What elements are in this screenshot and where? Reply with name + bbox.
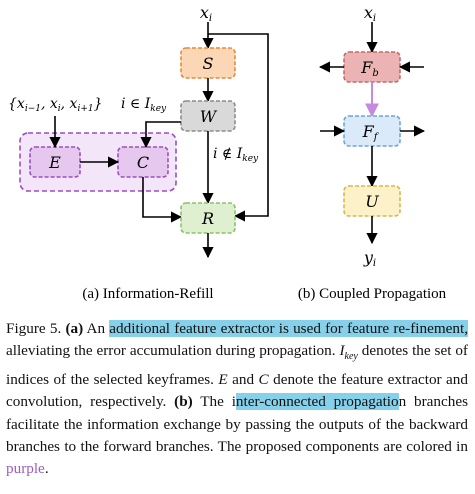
panel-coupled-propagation: xi Fb Ff U yi (b) Coupled Propagation [298, 3, 447, 302]
box-s [180, 47, 236, 79]
caption-text: alleviating the error accumulation durin… [6, 342, 340, 360]
box-u-label: U [365, 192, 379, 211]
caption-a-marker: (a) [65, 320, 84, 337]
caption-text: and [227, 370, 259, 388]
ikey-symbol: Ikey [339, 342, 358, 363]
box-r-label: R [201, 209, 214, 228]
subcaption-b: (b) Coupled Propagation [298, 286, 447, 302]
e-symbol: E [218, 370, 228, 388]
caption-text: . [44, 460, 49, 478]
caption-text: denotes the set of indices of the select… [6, 342, 468, 388]
highlight-extractor-cont: finement, [410, 320, 468, 337]
neighbors-label: {xi−1, xi, xi+1} [8, 96, 103, 114]
caption-text: An [83, 320, 110, 337]
box-w [180, 100, 236, 132]
purple-word: purple [6, 460, 45, 478]
not-in-key-label: i ∉ Ikey [213, 146, 259, 164]
box-s-label: S [203, 54, 214, 73]
caption-b-marker: (b) [174, 393, 193, 411]
highlight-propagation: nter-connected propagatio [235, 393, 399, 411]
caption-text: n branches facilitate the information ex… [6, 393, 468, 456]
panel-information-refill: xi S W {xi−1, xi, xi+1} i ∈ Ikey E C i ∉… [8, 3, 269, 302]
box-c-label: C [137, 153, 149, 172]
box-e-label: E [48, 153, 61, 172]
caption-text: The i [192, 393, 236, 411]
highlight-extractor: additional feature extractor is used for… [109, 320, 411, 337]
box-r [180, 202, 236, 234]
input-xi-left: xi [200, 3, 212, 24]
c-symbol: C [258, 370, 269, 388]
arrow-xi-bypass-to-r [208, 33, 269, 222]
caption-text: denote the feature extractor and convolu… [6, 370, 468, 411]
diagram-figure: xi S W {xi−1, xi, xi+1} i ∈ Ikey E C i ∉… [8, 3, 447, 302]
figure-caption: Figure 5. (a) An additional feature extr… [6, 318, 468, 481]
output-yi: yi [363, 248, 376, 269]
arrow-c-to-r [142, 177, 183, 223]
in-key-label: i ∈ Ikey [121, 96, 167, 114]
arrow-w-to-c [140, 121, 181, 149]
input-xi-right: xi [364, 3, 376, 24]
box-w-label: W [200, 107, 218, 126]
caption-prefix: Figure 5. [6, 320, 66, 337]
subcaption-a: (a) Information-Refill [82, 286, 213, 302]
